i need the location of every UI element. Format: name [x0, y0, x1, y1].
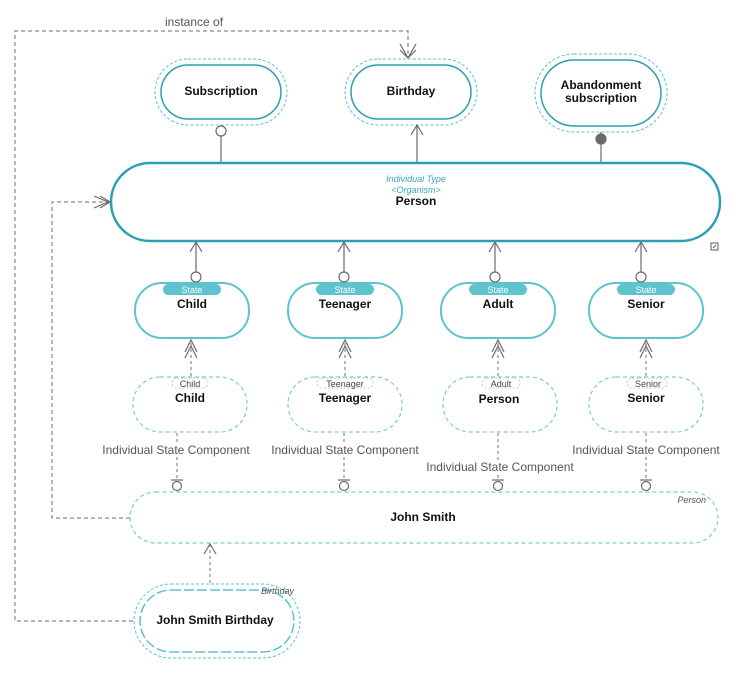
- john-smith-instance-connector[interactable]: [51, 195, 130, 519]
- state-senior-tag: State: [635, 285, 656, 295]
- state-senior-connector[interactable]: [634, 240, 648, 283]
- component-teenager-role-label: Individual State Component: [271, 443, 419, 457]
- component-child-label: Child: [175, 391, 205, 405]
- john-smith-type-label: Person: [677, 495, 706, 505]
- birthday-connector[interactable]: [410, 123, 424, 164]
- state-senior-node[interactable]: State Senior: [588, 282, 704, 339]
- state-child-label: Child: [177, 297, 207, 311]
- state-senior-label: Senior: [627, 297, 665, 311]
- state-adult-connector[interactable]: [488, 240, 502, 283]
- component-child-node[interactable]: Child Child: [132, 376, 248, 433]
- component-senior-whole-connector[interactable]: [640, 433, 652, 492]
- component-senior-tag: Senior: [635, 379, 661, 389]
- collapse-icon[interactable]: [710, 242, 719, 251]
- component-adult-node[interactable]: Adult Person: [442, 376, 558, 433]
- person-type-node[interactable]: Individual Type <Organism> Person: [109, 161, 722, 243]
- component-senior-role-label: Individual State Component: [572, 443, 720, 457]
- component-adult-whole-connector[interactable]: [492, 433, 504, 492]
- state-teenager-connector[interactable]: [337, 240, 351, 283]
- component-adult-label: Person: [479, 392, 520, 406]
- component-senior-node[interactable]: Senior Senior: [588, 376, 704, 433]
- state-adult-label: Adult: [483, 297, 514, 311]
- birthday-label: Birthday: [387, 84, 436, 98]
- john-smith-birthday-node[interactable]: Birthday John Smith Birthday: [133, 583, 301, 659]
- component-child-whole-connector[interactable]: [171, 433, 183, 492]
- john-smith-birthday-type-label: Birthday: [261, 586, 295, 596]
- component-teenager-state-connector[interactable]: [338, 338, 352, 376]
- state-teenager-label: Teenager: [319, 297, 372, 311]
- component-child-state-connector[interactable]: [184, 338, 198, 376]
- instance-of-connector[interactable]: [14, 30, 417, 622]
- state-adult-node[interactable]: State Adult: [440, 282, 556, 339]
- component-child-role-label: Individual State Component: [102, 443, 250, 457]
- person-stereotype: Individual Type: [386, 174, 446, 184]
- abandonment-subscription-node[interactable]: Abandonment subscription: [534, 53, 668, 133]
- state-child-node[interactable]: State Child: [134, 282, 250, 339]
- component-teenager-node[interactable]: Teenager Teenager: [287, 376, 403, 433]
- state-adult-tag: State: [487, 285, 508, 295]
- component-adult-role-label: Individual State Component: [426, 460, 574, 474]
- component-senior-label: Senior: [627, 391, 665, 405]
- subscription-label: Subscription: [184, 84, 257, 98]
- john-smith-node[interactable]: Person John Smith: [129, 491, 719, 544]
- birthday-node[interactable]: Birthday: [344, 58, 478, 126]
- birthday-instance-connector[interactable]: [203, 542, 217, 583]
- abandonment-label-line2: subscription: [565, 91, 637, 105]
- component-child-tag: Child: [180, 379, 201, 389]
- subscription-node[interactable]: Subscription: [154, 58, 288, 126]
- component-teenager-whole-connector[interactable]: [338, 433, 350, 492]
- component-teenager-label: Teenager: [319, 391, 372, 405]
- component-senior-state-connector[interactable]: [639, 338, 653, 376]
- state-teenager-node[interactable]: State Teenager: [287, 282, 403, 339]
- state-teenager-tag: State: [334, 285, 355, 295]
- state-child-tag: State: [181, 285, 202, 295]
- instance-of-label: instance of: [165, 15, 224, 29]
- subscription-connector[interactable]: [215, 125, 227, 164]
- person-name: Person: [396, 194, 437, 208]
- abandonment-label-line1: Abandonment: [561, 78, 642, 92]
- john-smith-label: John Smith: [390, 510, 455, 524]
- person-kind: <Organism>: [391, 185, 441, 195]
- component-adult-state-connector[interactable]: [491, 338, 505, 376]
- component-teenager-tag: Teenager: [326, 379, 364, 389]
- john-smith-birthday-label: John Smith Birthday: [156, 613, 274, 627]
- abandonment-connector[interactable]: [595, 132, 607, 164]
- component-adult-tag: Adult: [491, 379, 512, 389]
- state-child-connector[interactable]: [189, 240, 203, 283]
